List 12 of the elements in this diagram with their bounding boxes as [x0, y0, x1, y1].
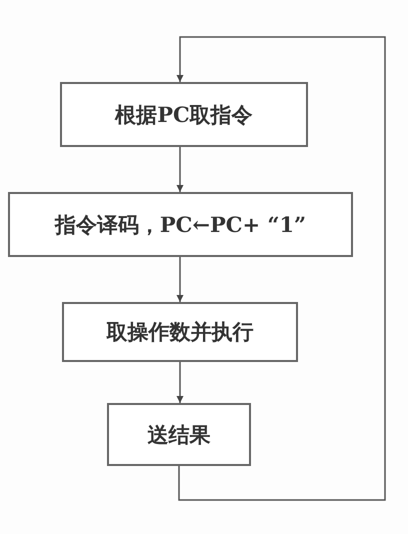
step-label: 送结果	[148, 420, 210, 448]
arrow	[176, 362, 184, 403]
process-box	[107, 403, 251, 466]
process-box	[60, 82, 308, 147]
step-label: 根据PC取指令	[115, 100, 253, 128]
arrow	[176, 36, 386, 501]
arrow	[176, 257, 184, 302]
step-label: 指令译码，PC←PC+ “1”	[54, 210, 306, 238]
step-label: 取操作数并执行	[106, 318, 254, 346]
process-box	[8, 192, 353, 257]
process-box	[62, 302, 298, 362]
arrow	[176, 147, 184, 192]
